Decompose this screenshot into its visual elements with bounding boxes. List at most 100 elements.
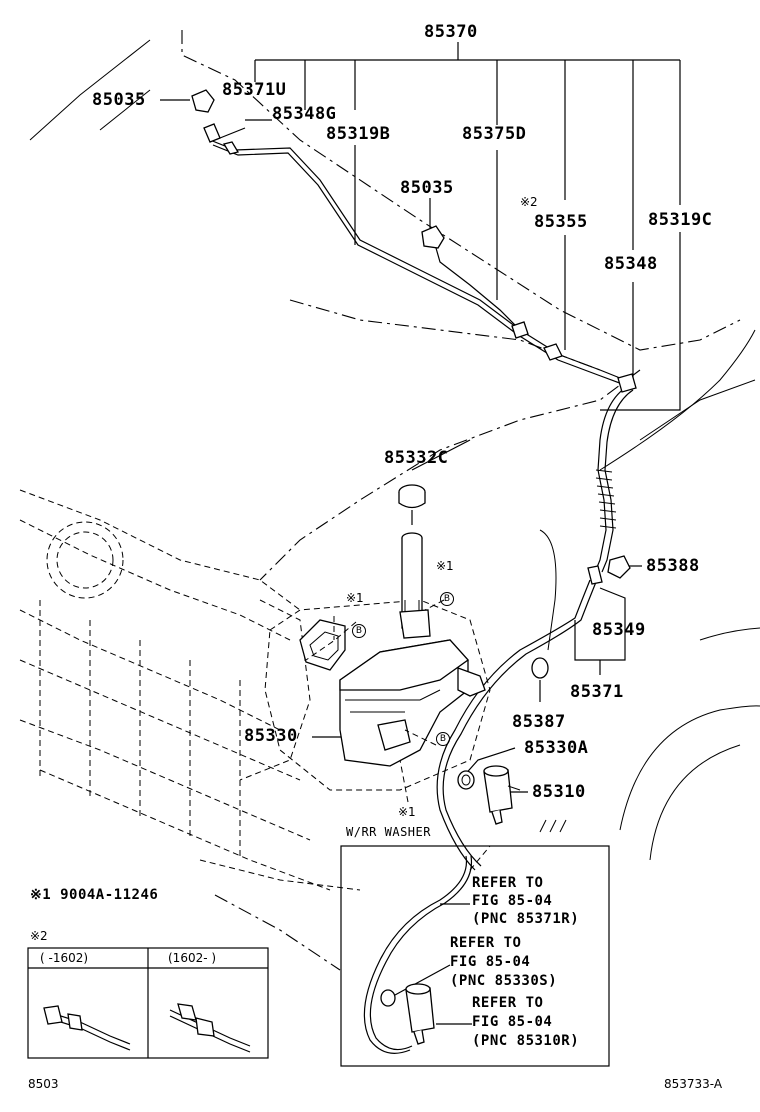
label-85319C: 85319C: [648, 210, 713, 230]
refer-leader-2: [394, 964, 451, 996]
washer-tank-top: [339, 639, 469, 691]
label-85370: 85370: [424, 22, 478, 42]
note1-mark-a: ※1: [436, 559, 454, 573]
hose-85371-2: [442, 581, 597, 867]
leader-85319C: [600, 60, 681, 411]
grille-outline-7: [199, 859, 361, 891]
wheel-arch-2: [699, 627, 760, 641]
washer-hose-upper: [209, 139, 626, 381]
note-leader-3: [404, 729, 437, 746]
note2-sketch-left-joint2: [67, 1013, 83, 1031]
label-85355: 85355: [534, 212, 588, 232]
fender-curve: [599, 329, 756, 471]
gasket-85330A: [457, 770, 475, 790]
label-85348: 85348: [604, 254, 658, 274]
refer1-line1: REFER TO: [472, 875, 544, 891]
label-85348G: 85348G: [272, 104, 337, 124]
joint-85355: [543, 343, 563, 361]
fender-right: [539, 529, 557, 651]
wheel-arch-inner: [649, 744, 741, 861]
label-85035-center: 85035: [400, 178, 454, 198]
grille-outline-6: [39, 769, 331, 891]
note-leader-4: [399, 759, 409, 803]
washer-hose-down: [594, 385, 629, 573]
label-rr-washer: W/RR WASHER: [346, 825, 431, 839]
label-85319B: 85319B: [326, 124, 391, 144]
label-85387: 85387: [512, 712, 566, 732]
tank-detail: [345, 689, 441, 713]
circle-b-b: B: [352, 624, 366, 638]
joint-85349: [587, 565, 603, 585]
circle-b-c: B: [436, 732, 450, 746]
pump-85310-top: [483, 765, 509, 777]
grille-outline-top: [19, 489, 301, 611]
refer-pump: [405, 987, 435, 1033]
note-leader-1: [305, 621, 357, 661]
label-85332C: 85332C: [384, 448, 449, 468]
refer-hose: [363, 855, 468, 1054]
refer-box: [340, 845, 610, 1067]
joint-85375D: [511, 321, 529, 339]
tank-tab-bottom: [377, 719, 411, 751]
nozzle-center: [421, 225, 445, 249]
leader-85349: [574, 587, 626, 661]
leader-85332C: [411, 439, 471, 525]
refer2-line3: (PNC 85330S): [450, 973, 558, 989]
headlamp-shape: [239, 599, 311, 781]
note2-mark: ※2: [520, 195, 538, 209]
pump-85310-nozzle: [491, 809, 503, 825]
grille-outline-3: [19, 609, 281, 731]
label-85388: 85388: [646, 556, 700, 576]
note2-sketch-left-hose: [47, 1011, 131, 1045]
reservoir-cap-body: [398, 492, 426, 509]
refer3-line2: FIG 85-04: [472, 1014, 553, 1030]
note2-header: ※2: [30, 929, 48, 943]
refer1-line3: (PNC 85371R): [472, 911, 580, 927]
label-85035-left: 85035: [92, 90, 146, 110]
joint-85348G: [222, 141, 240, 155]
body-line-top: [29, 39, 151, 141]
label-85375D: 85375D: [462, 124, 527, 144]
label-85330: 85330: [244, 726, 298, 746]
refer-pump-nozzle: [413, 1029, 425, 1045]
leader-85348G-h: [214, 119, 272, 141]
nozzle-joint-left: [203, 123, 221, 143]
label-85310: 85310: [532, 782, 586, 802]
body-line-top2: [99, 89, 151, 131]
tank-tab-right: [457, 667, 486, 697]
tank-bracket-inner: [309, 631, 339, 661]
note1-text: ※1 9004A-11246: [30, 887, 159, 903]
label-85330A: 85330A: [524, 738, 589, 758]
refer2-line2: FIG 85-04: [450, 954, 531, 970]
hood-outline: [181, 30, 741, 351]
grille-outline-5: [19, 719, 311, 841]
grommet-85387: [531, 657, 549, 679]
reservoir-zone: [264, 599, 491, 791]
hose-85371: [436, 579, 591, 871]
note2-sketch-right-joint: [177, 1003, 197, 1021]
refer-gasket: [380, 989, 396, 1007]
refer-hose-2: [369, 855, 473, 1051]
note2-range-left: ( -1602): [40, 951, 89, 965]
washer-hose-down-2: [601, 389, 634, 573]
label-85371: 85371: [570, 682, 624, 702]
note1-mark-b: ※1: [346, 591, 364, 605]
refer-box-leader-2: [469, 845, 491, 871]
refer1-line2: FIG 85-04: [472, 893, 553, 909]
note2-sketch-left-hose-2: [47, 1017, 131, 1051]
wheel-arch: [619, 705, 760, 831]
tank-tab-mid: [399, 609, 431, 639]
refer3-line3: (PNC 85310R): [472, 1033, 580, 1049]
washer-hose-nozzle2: [435, 247, 521, 331]
nozzle-left: [191, 89, 215, 113]
corrugated-hose: [595, 469, 617, 529]
fog-lamp-outer: [46, 521, 124, 599]
pump-85310-cable: [507, 785, 521, 791]
fog-lamp-inner: [56, 531, 114, 589]
refer3-line1: REFER TO: [472, 995, 544, 1011]
joint-85348: [617, 373, 637, 393]
note1-mark-c: ※1: [398, 805, 416, 819]
hood-lower-edge: [259, 369, 641, 581]
